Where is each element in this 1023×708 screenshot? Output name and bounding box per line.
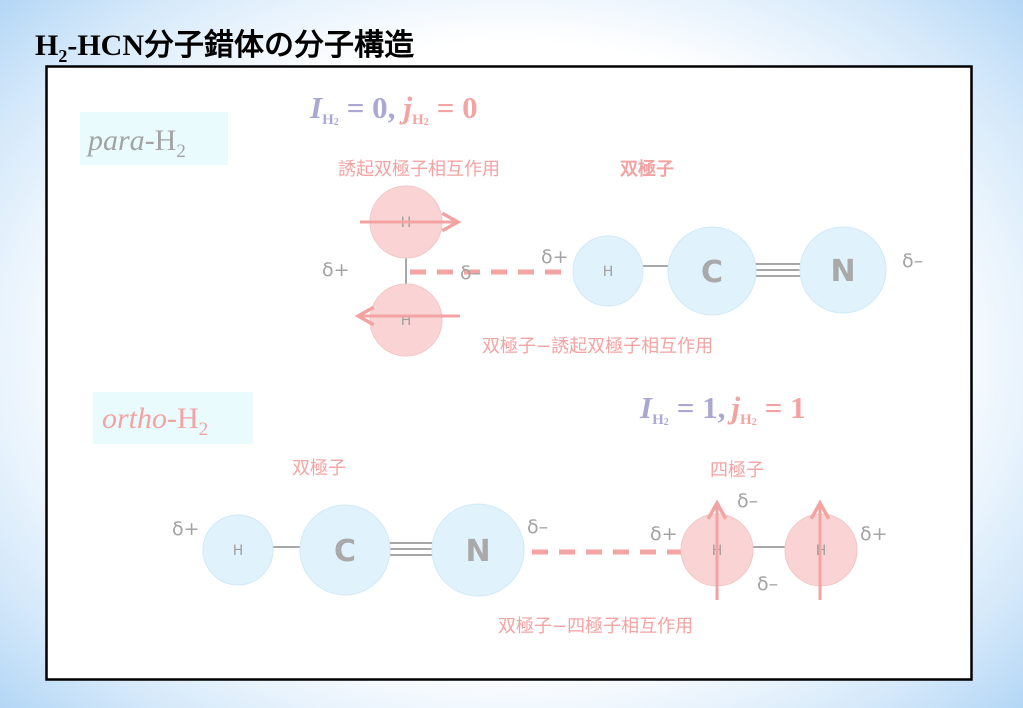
induced-dipole-label: 誘起双極子相互作用 (338, 159, 500, 180)
ortho-h2-charge-left: δ+ (650, 523, 678, 545)
ortho-hcn-atom-c (299, 504, 391, 596)
quadrupole-label: 四極子 (710, 460, 764, 481)
h2-charge-right: δ– (460, 262, 481, 284)
ortho-h2-charge-top: δ– (737, 490, 758, 512)
ortho-hcn-charge-h: δ+ (172, 518, 200, 540)
h2-atom-bottom-symbol: H (401, 313, 412, 329)
ortho-hcn-atom-h (202, 514, 274, 586)
ortho-hcn-n-symbol: N (465, 534, 490, 569)
dipole-quadrupole-interaction-label: 双極子−四極子相互作用 (498, 616, 693, 637)
ortho-label-box (93, 392, 253, 444)
ortho-hcn-charge-n: δ– (527, 516, 548, 538)
hcn-atom-h (572, 235, 644, 307)
dipole-induced-dipole-interaction-label: 双極子−誘起双極子相互作用 (482, 336, 713, 357)
para-section: para-H2 IH2= 0,jH2= 0 誘起双極子相互作用 双極子 H H … (80, 90, 923, 357)
para-h2-label: para-H2 (86, 124, 186, 162)
hcn-charge-h: δ+ (541, 246, 569, 268)
page-title: H2-HCN分子錯体の分子構造 (35, 28, 414, 66)
ortho-hcn-h-symbol: H (233, 543, 244, 559)
ortho-h2-charge-bottom: δ– (757, 573, 778, 595)
para-label-box (80, 112, 228, 165)
ortho-h2-charge-right: δ+ (860, 523, 888, 545)
hcn-charge-n: δ– (902, 250, 923, 272)
hcn-atom-n (799, 226, 887, 314)
para-quantum-numbers: IH2= 0,jH2= 0 (309, 90, 478, 128)
ortho-h2-label: ortho-H2 (102, 402, 208, 440)
ortho-hcn-atom-n (431, 503, 525, 597)
hcn-atom-c (667, 226, 757, 316)
ortho-dipole-label: 双極子 (292, 458, 346, 479)
dipole-label: 双極子 (620, 158, 674, 180)
hcn-c-symbol: C (701, 255, 723, 290)
h2-charge-left: δ+ (322, 259, 350, 281)
ortho-hcn-c-symbol: C (334, 534, 356, 569)
hcn-h-symbol: H (603, 264, 614, 280)
hcn-n-symbol: N (830, 254, 855, 289)
